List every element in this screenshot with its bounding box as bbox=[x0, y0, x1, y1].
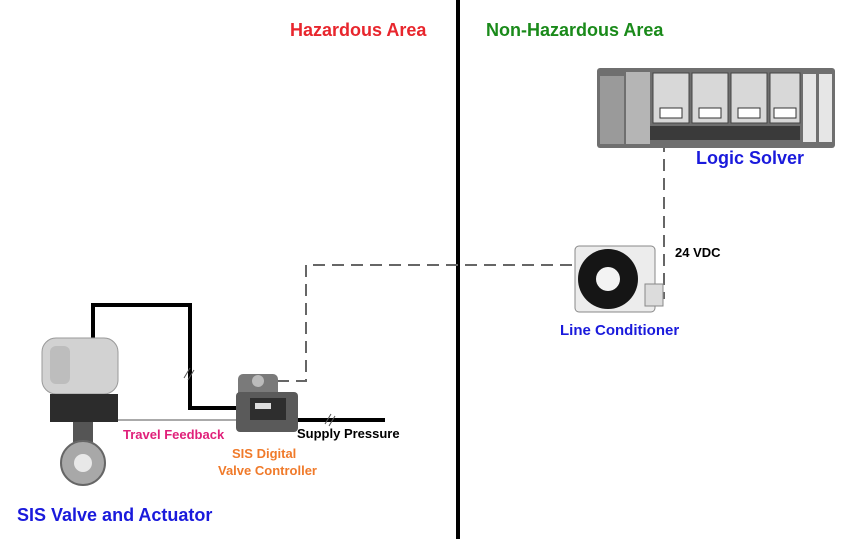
sis-valve-actuator-icon bbox=[41, 337, 119, 486]
supply-pressure-label: Supply Pressure bbox=[297, 426, 400, 441]
sis-valve-label: SIS Valve and Actuator bbox=[17, 505, 213, 525]
logic-solver-label: Logic Solver bbox=[696, 148, 805, 168]
pneumatic-tubing bbox=[91, 303, 385, 422]
controller-label-line1: SIS Digital bbox=[232, 446, 297, 461]
non-hazardous-area-label: Non-Hazardous Area bbox=[486, 20, 664, 40]
hazardous-area-label: Hazardous Area bbox=[290, 20, 427, 40]
line-conditioner-icon bbox=[574, 245, 664, 313]
logic-solver-icon bbox=[597, 68, 835, 148]
voltage-label: 24 VDC bbox=[675, 245, 721, 260]
controller-label-line2: Valve Controller bbox=[218, 463, 317, 478]
valve-controller-icon bbox=[236, 374, 298, 432]
travel-feedback-label: Travel Feedback bbox=[123, 427, 225, 442]
signal-wiring bbox=[277, 140, 665, 382]
line-conditioner-label: Line Conditioner bbox=[560, 322, 680, 339]
